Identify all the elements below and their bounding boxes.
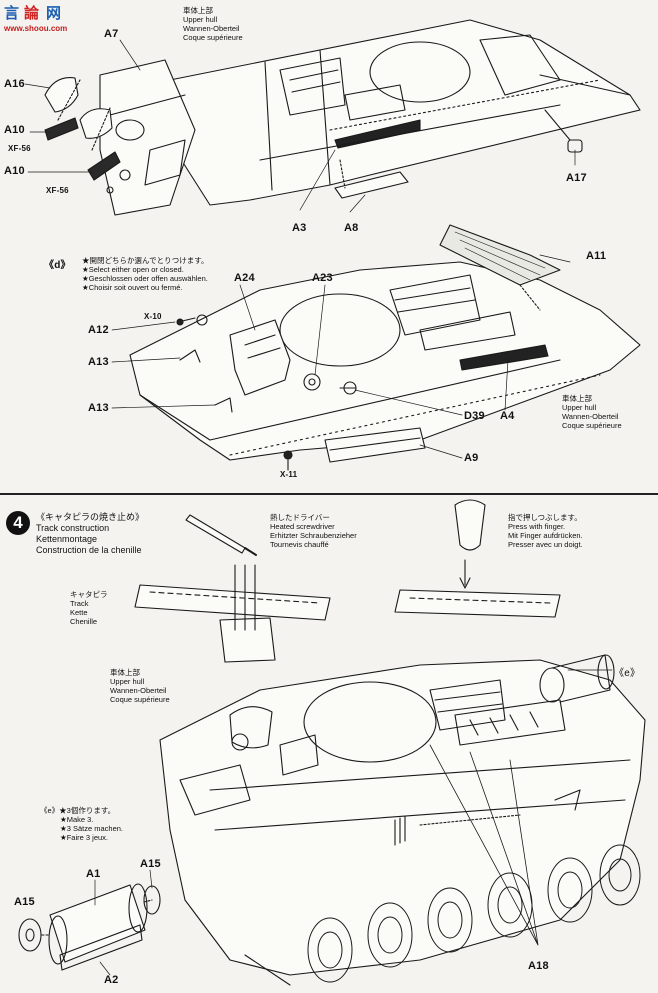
track-construction-drawing (134, 499, 561, 663)
option-note: ★開閉どちらか選んでとりつけます。 ★Select either open or… (82, 256, 209, 292)
finger-note: 指で押しつぶします。 Press with finger. Mit Finger… (508, 513, 583, 549)
part-label-x11: X-11 (280, 470, 298, 479)
part-label-a17: A17 (566, 172, 587, 184)
part-label-a15-left: A15 (14, 896, 35, 908)
watermark-glyph: 論 (24, 5, 40, 22)
part-label-a18: A18 (528, 960, 549, 972)
screwdriver-note: 熱したドライバー Heated screwdriver Erhitzter Sc… (270, 513, 357, 549)
leader-lines (24, 39, 613, 976)
track-note: キャタピラ Track Kette Chenille (70, 590, 108, 626)
part-label-a23: A23 (312, 272, 333, 284)
exhaust-parts-a10-a16-drawing (44, 77, 121, 181)
paint-label-xf56-bottom: XF-56 (46, 186, 69, 195)
exhaust-subassembly-e-drawing (18, 883, 161, 971)
part-label-a13-bottom: A13 (88, 402, 109, 414)
upper-hull-top-drawing (169, 19, 641, 206)
part-label-a15-right: A15 (140, 858, 161, 870)
part-label-a10-bottom: A10 (4, 165, 25, 177)
step4-title: 《キャタピラの焼き止め》 Track construction Kettenmo… (36, 512, 145, 555)
part-label-a16: A16 (4, 78, 25, 90)
hull-assembly-step4-drawing (159, 654, 646, 986)
part-label-a3: A3 (292, 222, 307, 234)
watermark-url: www.shoou.com (4, 24, 68, 33)
part-label-a1: A1 (86, 868, 101, 880)
step-number-badge: 4 (6, 511, 30, 535)
upper-hull-note-top: 車体上部 Upper hull Wannen-Oberteil Coque su… (183, 6, 243, 42)
part-label-a11: A11 (586, 250, 607, 262)
part-label-a7: A7 (104, 28, 119, 40)
upper-hull-note-step4: 車体上部 Upper hull Wannen-Oberteil Coque su… (110, 668, 170, 704)
upper-hull-note-middle: 車体上部 Upper hull Wannen-Oberteil Coque su… (562, 394, 622, 430)
part-label-x10: X-10 (144, 312, 162, 321)
part-label-a24: A24 (234, 272, 255, 284)
section-divider (0, 493, 658, 495)
watermark-glyph: 网 (46, 5, 62, 22)
upper-hull-middle-drawing (129, 224, 641, 471)
part-label-d39: D39 (464, 410, 485, 422)
part-label-a2: A2 (104, 974, 119, 986)
paint-label-xf56-top: XF-56 (8, 144, 31, 153)
make-three-note: 《e》★3個作ります。 ★Make 3. ★3 Sätze machen. ★F… (40, 806, 124, 842)
part-label-a12: A12 (88, 324, 109, 336)
part-label-a13-top: A13 (88, 356, 109, 368)
part-label-a9: A9 (464, 452, 479, 464)
option-marker-d: 《d》 (44, 260, 71, 271)
part-label-a8: A8 (344, 222, 359, 234)
marker-e: 《e》 (614, 668, 641, 679)
watermark-logo: 言 論 网 www.shoou.com (2, 2, 98, 36)
part-label-a10-top: A10 (4, 124, 25, 136)
part-label-a4: A4 (500, 410, 515, 422)
watermark-glyph: 言 (4, 5, 20, 22)
